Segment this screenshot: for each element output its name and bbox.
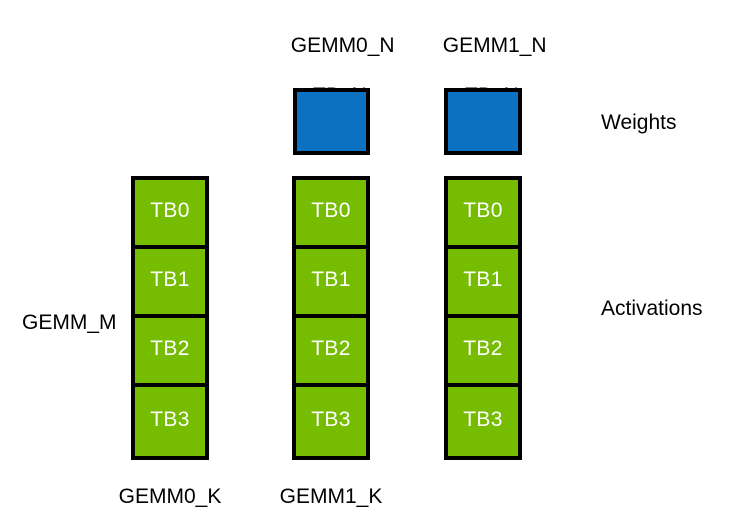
activation-cell-label: TB1 [463, 267, 503, 291]
activation-cell: TB3 [292, 383, 370, 460]
weights-row-label: Weights [601, 111, 677, 134]
gemm1-n-header-line1: GEMM1_N [442, 34, 547, 57]
gemm0-k-label: GEMM0_K [118, 485, 222, 508]
gemm-m-label: GEMM_M [22, 311, 117, 334]
gemm0-weight-block [293, 88, 370, 155]
activation-cell: TB2 [444, 314, 522, 387]
gemm0-n-header-line1: GEMM0_N [290, 34, 395, 57]
activation-cell-label: TB0 [311, 198, 351, 222]
activation-column-right: TB0 TB1 TB2 TB3 [444, 176, 522, 468]
activation-cell-label: TB3 [311, 407, 351, 431]
gemm1-k-label: GEMM1_K [279, 485, 383, 508]
activation-cell: TB3 [444, 383, 522, 460]
activation-cell: TB1 [292, 245, 370, 318]
activation-cell: TB2 [131, 314, 209, 387]
activation-cell-label: TB2 [311, 336, 351, 360]
activation-cell: TB0 [444, 176, 522, 249]
activation-cell-label: TB1 [150, 267, 190, 291]
activation-column-left: TB0 TB1 TB2 TB3 [131, 176, 209, 468]
activation-cell-label: TB2 [150, 336, 190, 360]
activation-cell: TB2 [292, 314, 370, 387]
activation-cell-label: TB0 [150, 198, 190, 222]
activation-cell: TB1 [131, 245, 209, 318]
activation-cell-label: TB2 [463, 336, 503, 360]
activation-cell-label: TB0 [463, 198, 503, 222]
activation-cell: TB1 [444, 245, 522, 318]
activation-cell: TB0 [131, 176, 209, 249]
activation-column-middle: TB0 TB1 TB2 TB3 [292, 176, 370, 468]
gemm1-weight-block [444, 88, 522, 155]
activation-cell: TB0 [292, 176, 370, 249]
activation-cell-label: TB3 [150, 407, 190, 431]
activation-cell: TB3 [131, 383, 209, 460]
activations-row-label: Activations [601, 297, 703, 320]
activation-cell-label: TB1 [311, 267, 351, 291]
activation-cell-label: TB3 [463, 407, 503, 431]
